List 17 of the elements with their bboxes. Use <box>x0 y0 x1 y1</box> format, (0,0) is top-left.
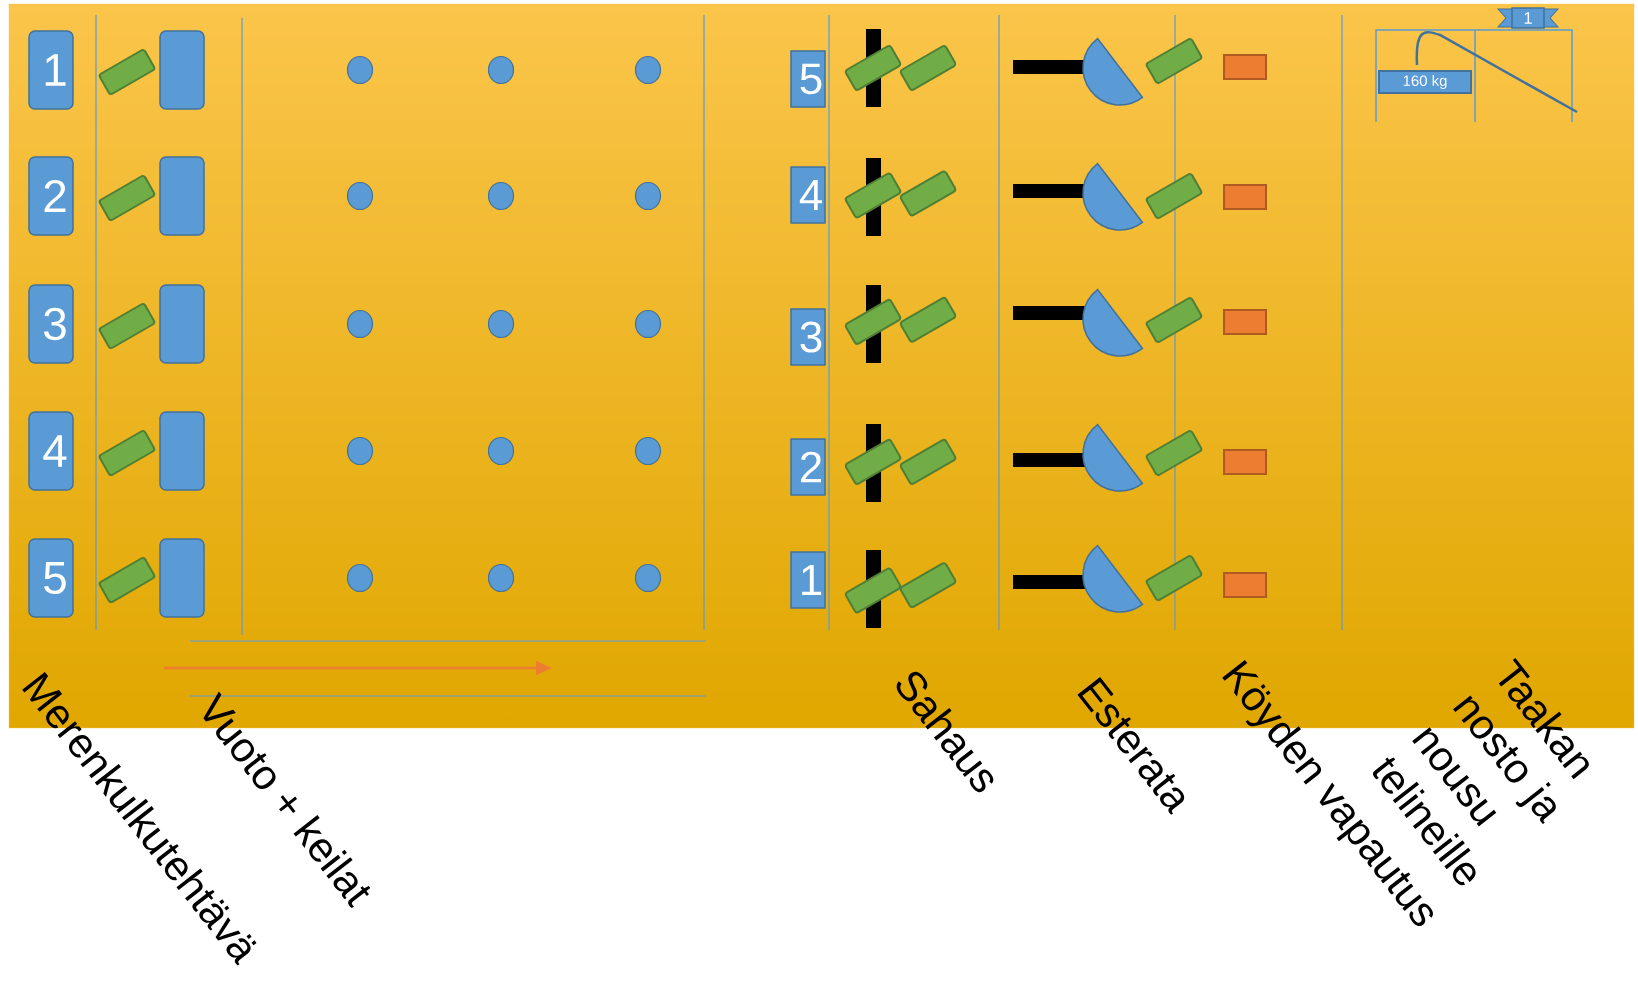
number-box: 2 <box>790 438 826 496</box>
number-box: 2 <box>28 156 74 236</box>
number-box: 3 <box>28 284 74 364</box>
empty-box <box>159 538 205 618</box>
weight-box: 160 kg <box>1378 70 1472 94</box>
ribbon-badge: 1 <box>1497 7 1559 29</box>
empty-box <box>159 411 205 491</box>
number-box: 1 <box>790 551 826 609</box>
number-box: 4 <box>790 166 826 224</box>
empty-box <box>159 284 205 364</box>
number-box: 1 <box>28 30 74 110</box>
number-box: 4 <box>28 411 74 491</box>
empty-box <box>159 30 205 110</box>
number-box: 5 <box>790 50 826 108</box>
number-box: 3 <box>790 308 826 366</box>
empty-box <box>159 156 205 236</box>
number-box: 5 <box>28 538 74 618</box>
